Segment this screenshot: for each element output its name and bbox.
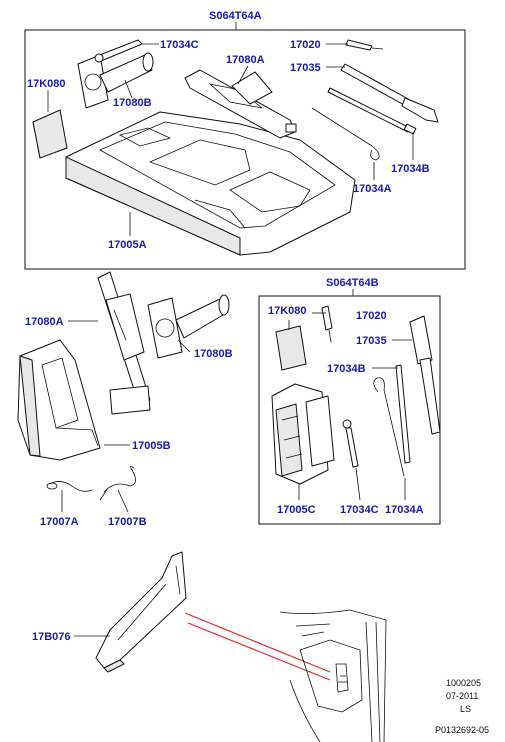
cover-group: 17B076	[32, 551, 387, 742]
location-inset	[279, 609, 387, 742]
label-17080b-loose: 17080B	[194, 348, 233, 360]
leader-17080b-loose	[177, 339, 191, 353]
kit-a-title: S064T64A	[209, 10, 262, 22]
label-17035-kit-b: 17035	[356, 335, 387, 347]
kit-b-title: S064T64B	[326, 277, 379, 289]
callout-line-1	[184, 612, 331, 673]
label-17k080: 17K080	[27, 78, 66, 90]
clip-17007a	[46, 481, 93, 492]
label-17034c: 17034C	[160, 39, 199, 51]
label-17080a: 17080A	[226, 54, 265, 66]
leader-17007b	[117, 489, 129, 513]
tool-17034c-kit-b	[342, 419, 359, 468]
callout-line-2	[187, 622, 331, 681]
strap-17007b	[99, 466, 136, 501]
kit-b-frame	[258, 295, 441, 525]
extension-bar-17034b	[327, 87, 417, 135]
label-17020-kit-b: 17020	[356, 310, 387, 322]
cover-17b076	[95, 551, 187, 673]
label-17005b: 17005B	[132, 440, 171, 452]
jack-handle-17080b-loose	[147, 294, 230, 359]
label-17034b: 17034B	[391, 163, 430, 175]
leader-17034c-kit-b	[355, 467, 361, 501]
meta-ref: P0132692-05	[435, 725, 489, 735]
tool-17034c	[94, 39, 143, 63]
leader-17080b	[124, 79, 133, 99]
meta-code: 1000205	[446, 678, 481, 688]
label-17034c-kit-b: 17034C	[340, 504, 379, 516]
tool-17020-kit-b	[321, 305, 333, 343]
label-17007a: 17007A	[40, 516, 79, 528]
handbook-17k080	[32, 109, 68, 159]
loose-parts-group: 17080A 17080B 17005B 17007A 17007B	[17, 271, 233, 528]
leader-17080a	[237, 65, 249, 85]
foam-tray-17005a	[65, 111, 356, 256]
label-17035: 17035	[290, 62, 321, 74]
wheel-brace-17035-kit-b	[409, 315, 441, 435]
label-17007b: 17007B	[108, 516, 147, 528]
kit-a-frame	[24, 29, 466, 270]
meta-block: 1000205 07-2011 LS P0132692-05	[435, 678, 489, 735]
label-17005c: 17005C	[277, 504, 316, 516]
kit-b-group: S064T64B	[258, 277, 441, 525]
extension-bar-17034b-kit-b	[395, 364, 411, 464]
hook-17034a-kit-b	[373, 377, 405, 477]
label-17080a-loose: 17080A	[25, 316, 64, 328]
label-17005a: 17005A	[108, 239, 147, 251]
kit-a-group: S064T64A	[24, 10, 466, 270]
tool-case-17005c	[271, 383, 335, 485]
tool-17020	[345, 39, 384, 51]
meta-date: 07-2011	[446, 691, 478, 701]
label-17020: 17020	[290, 39, 321, 51]
label-17k080-kit-b: 17K080	[268, 305, 307, 317]
label-17034a: 17034A	[353, 183, 392, 195]
wheel-brace-17035	[340, 63, 439, 123]
label-17034a-kit-b: 17034A	[385, 504, 424, 516]
jack-17080a-loose	[97, 271, 151, 415]
jack-17080a	[184, 69, 297, 139]
hook-17034a	[311, 107, 380, 161]
label-17080b: 17080B	[113, 97, 152, 109]
meta-market: LS	[460, 704, 471, 714]
jack-handle-17080b	[77, 52, 154, 109]
foam-17005b	[17, 339, 101, 461]
label-17034b-kit-b: 17034B	[327, 363, 366, 375]
handbook-17k080-kit-b	[275, 325, 307, 371]
label-17b076: 17B076	[32, 631, 71, 643]
